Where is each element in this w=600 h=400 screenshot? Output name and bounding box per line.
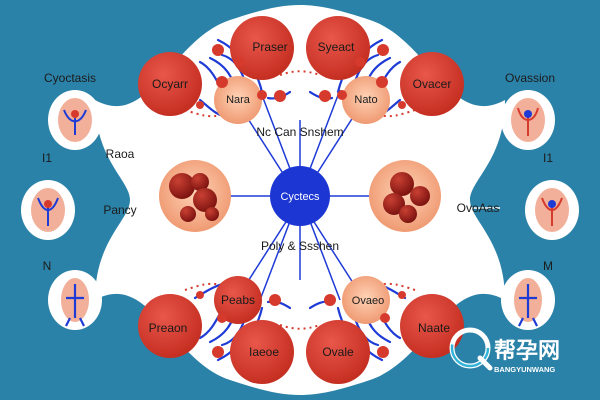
watermark-subtitle: BANGYUNWANG bbox=[494, 365, 555, 374]
svg-text:Ovacer: Ovacer bbox=[413, 77, 452, 91]
center-node: Cyctecs bbox=[270, 166, 330, 226]
bottom-small-dots bbox=[196, 291, 406, 358]
svg-text:Cyctecs: Cyctecs bbox=[280, 191, 320, 203]
svg-text:Iaeoe: Iaeoe bbox=[249, 345, 279, 359]
left-label-pancy: Pancy bbox=[103, 203, 136, 217]
right-organ-middle bbox=[525, 180, 579, 240]
bottom-node-iaeoe: Iaeoe bbox=[230, 320, 294, 384]
bottom-node-ovale: Ovale bbox=[306, 320, 370, 384]
top-node-syeact: Syeact bbox=[306, 16, 370, 80]
right-label-ovoaas: OvoAas bbox=[457, 201, 500, 215]
svg-text:Naate: Naate bbox=[418, 321, 450, 335]
svg-text:Ovaeo: Ovaeo bbox=[352, 295, 384, 307]
bottom-node-preaon: Preaon bbox=[138, 294, 202, 358]
left-organ-top bbox=[48, 90, 102, 150]
svg-text:Nato: Nato bbox=[354, 94, 377, 106]
right-ovary-cluster bbox=[369, 160, 441, 232]
top-node-nato: Nato bbox=[337, 76, 390, 124]
bottom-node-ovaeo: Ovaeo bbox=[342, 276, 390, 324]
top-node-ocyarr: Ocyarr bbox=[138, 52, 202, 116]
svg-text:Ocyarr: Ocyarr bbox=[152, 77, 188, 91]
left-organ-middle bbox=[21, 180, 75, 240]
bottom-caption: Poly & Ssshen bbox=[261, 239, 339, 253]
left-organ-bottom bbox=[48, 270, 102, 330]
svg-text:Nara: Nara bbox=[226, 94, 251, 106]
left-label-i1: I1 bbox=[42, 151, 52, 165]
top-caption: Nc Can Snshem bbox=[256, 125, 343, 139]
svg-text:Syeact: Syeact bbox=[318, 40, 355, 54]
watermark-title: 帮孕网 bbox=[494, 338, 560, 363]
left-label-raoa: Raoa bbox=[106, 147, 135, 161]
svg-text:Praser: Praser bbox=[252, 40, 287, 54]
bottom-node-peabs: Peabs bbox=[214, 276, 262, 324]
top-small-dots bbox=[196, 44, 406, 109]
left-label-cyoctasis: Cyoctasis bbox=[44, 71, 96, 85]
side-arrows bbox=[106, 134, 500, 284]
dotted-paths bbox=[184, 70, 416, 330]
right-organ-bottom bbox=[501, 270, 555, 330]
right-label-i1: I1 bbox=[543, 151, 553, 165]
right-organ-top bbox=[501, 90, 555, 150]
svg-text:Ovale: Ovale bbox=[322, 345, 354, 359]
left-label-n: N bbox=[43, 259, 52, 273]
left-ovary-cluster bbox=[159, 160, 231, 232]
right-label-m: M bbox=[543, 259, 553, 273]
top-node-ovacer: Ovacer bbox=[400, 52, 464, 116]
bottom-node-naate: Naate bbox=[400, 294, 464, 358]
top-node-nara: Nara bbox=[214, 76, 267, 124]
watermark-logo: 帮孕网 BANGYUNWANG bbox=[449, 327, 560, 374]
svg-text:Peabs: Peabs bbox=[221, 293, 255, 307]
right-label-ovassion: Ovassion bbox=[505, 71, 555, 85]
top-node-praser: Praser bbox=[230, 16, 294, 80]
svg-text:Preaon: Preaon bbox=[149, 321, 188, 335]
